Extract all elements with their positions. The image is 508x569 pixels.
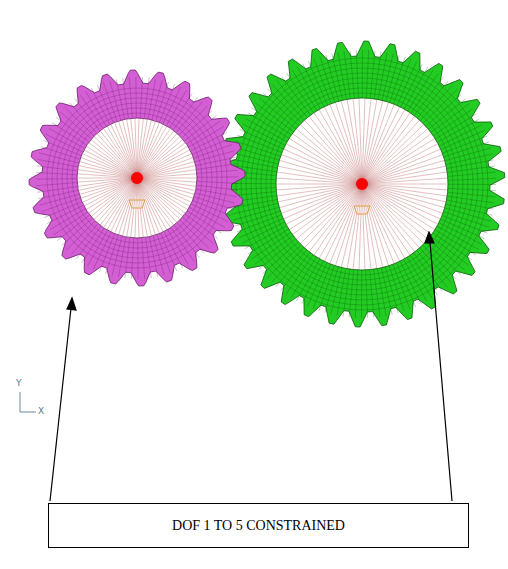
constraint-symbol: [129, 200, 145, 208]
gear-mesh: [36, 77, 238, 279]
gear-body: [29, 70, 245, 286]
master-node: [131, 172, 143, 184]
rigid-spider: [276, 98, 448, 270]
axis-label: X: [38, 406, 44, 416]
gear-bore: [77, 118, 197, 238]
small-gear: [29, 70, 245, 286]
master-node: [356, 178, 368, 190]
constraint-symbol: [354, 206, 370, 214]
large-gear: [219, 41, 505, 327]
rigid-spider: [77, 118, 197, 238]
leader-arrows: [50, 232, 452, 501]
callout-text: DOF 1 TO 5 CONSTRAINED: [172, 518, 345, 534]
axis-label: Y: [16, 378, 22, 388]
gear-mesh: [228, 50, 496, 318]
gear-bore: [276, 98, 448, 270]
gear-body: [219, 41, 505, 327]
axis-triad: [20, 392, 36, 412]
callout-box: DOF 1 TO 5 CONSTRAINED: [48, 503, 469, 548]
